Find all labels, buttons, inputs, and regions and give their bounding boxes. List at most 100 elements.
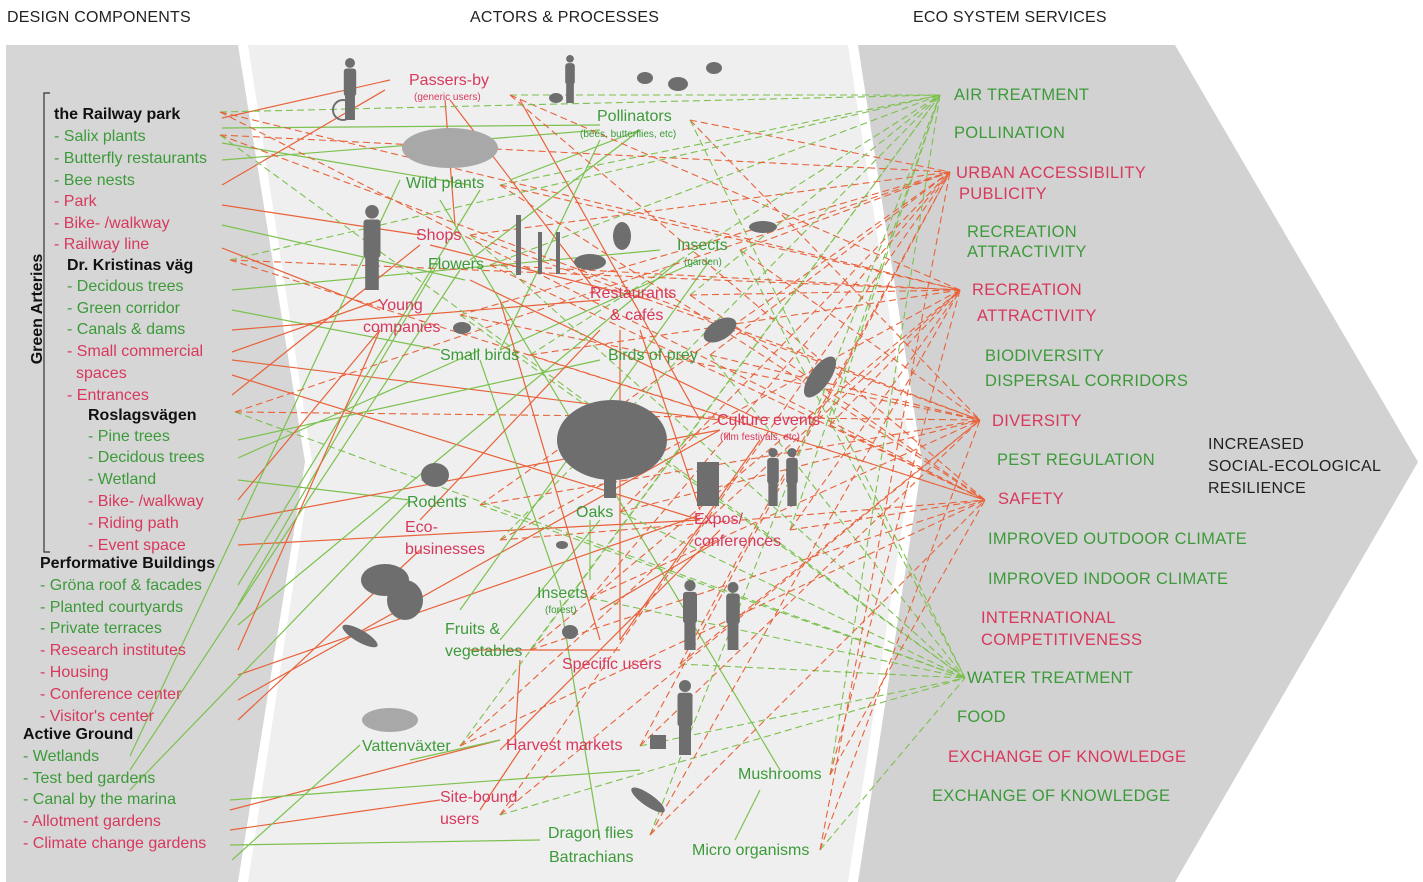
service-recreation-red: RECREATION [972, 281, 1082, 299]
increased-resilience-label: INCREASED SOCIAL-ECOLOGICAL RESILIENCE [1208, 434, 1381, 500]
solid-link [221, 224, 466, 281]
solid-link [229, 839, 541, 846]
butterfly-icon-2 [668, 77, 688, 91]
actor-insects-garden-sub: (garden) [684, 257, 722, 268]
component-grona-roof: - Gröna roof & facades [40, 577, 202, 594]
actor-eco-businesses: Eco- [405, 519, 438, 536]
solid-link [229, 739, 501, 811]
actor-flowers: Flowers [428, 256, 485, 273]
service-exchange-knowledge-red: EXCHANGE OF KNOWLEDGE [948, 748, 1187, 766]
service-improved-outdoor-climate: IMPROVED OUTDOOR CLIMATE [988, 530, 1247, 548]
service-safety: SAFETY [998, 490, 1064, 508]
component-research-institutes: - Research institutes [40, 642, 186, 659]
dashed-link [689, 119, 966, 679]
dashed-link [709, 171, 951, 356]
solid-link [229, 799, 441, 831]
dashed-link [219, 134, 981, 421]
dashed-link [489, 94, 941, 266]
dashed-link [459, 171, 951, 316]
component-roslagsvagen: Roslagsvägen [88, 407, 197, 424]
dashed-link [639, 677, 966, 747]
actor-culture-events: Culture events [717, 412, 821, 429]
dashed-link [649, 499, 986, 836]
dashed-link [499, 677, 966, 816]
actor-young-companies-2: companies [363, 319, 441, 336]
dashed-link [639, 419, 981, 747]
solid-link [231, 374, 701, 521]
dashed-link [479, 419, 981, 506]
dashed-link [649, 289, 961, 836]
solid-link [221, 142, 471, 186]
solid-link [231, 244, 421, 396]
header-actors-processes: ACTORS & PROCESSES [470, 9, 660, 26]
service-exchange-knowledge-green: EXCHANGE OF KNOWLEDGE [932, 787, 1171, 805]
dashed-link [509, 94, 961, 291]
dashed-link [619, 171, 951, 513]
actor-shops: Shops [416, 227, 462, 244]
actor-expos-conferences: conferences [694, 533, 782, 550]
dashed-link [679, 419, 981, 665]
actor-site-bound-users-2: users [440, 811, 480, 828]
component-test-bed-gardens: - Test bed gardens [23, 770, 156, 787]
carrot-icon [342, 624, 378, 648]
dashed-link [689, 119, 951, 173]
dashed-link [499, 419, 981, 816]
dashed-link [229, 94, 941, 261]
component-riding-path: - Riding path [88, 515, 179, 532]
solid-link [231, 744, 361, 861]
component-railway-line: - Railway line [54, 236, 150, 253]
solid-link [231, 309, 441, 351]
actor-birds-of-prey: Birds of prey [608, 347, 698, 364]
pedestrian-icon [565, 55, 575, 103]
solid-link [237, 329, 381, 501]
dashed-link [739, 171, 951, 251]
silhouette-icons [332, 55, 837, 813]
service-international: INTERNATIONAL [981, 609, 1116, 627]
actor-harvest-markets: Harvest markets [506, 737, 623, 754]
bird-of-prey-icon [703, 317, 737, 343]
solid-link [237, 329, 381, 651]
dashed-link [819, 171, 951, 851]
dashed-link [469, 171, 951, 236]
service-air-treatment: AIR TREATMENT [954, 86, 1090, 104]
component-salix-plants: - Salix plants [54, 128, 146, 145]
service-recreation-green: RECREATION [967, 223, 1077, 241]
dashed-link [689, 289, 961, 296]
wine-glass-icon [613, 222, 631, 250]
dashed-link [229, 259, 986, 501]
service-food: FOOD [957, 708, 1006, 726]
solid-link [509, 129, 641, 181]
dashed-link [739, 249, 966, 679]
actor-micro-organisms: Micro organisms [692, 842, 810, 859]
ecosystem-services-arrow [858, 45, 1418, 882]
solid-link [231, 299, 601, 331]
solid-link [734, 789, 761, 841]
dashed-link [829, 499, 986, 776]
component-allotment-gardens: - Allotment gardens [23, 813, 161, 830]
oak-tree-icon [557, 400, 667, 480]
dashed-link [689, 94, 941, 296]
dashed-link [469, 234, 981, 421]
actor-pollinators-sub: (bees, butterflies, etc) [580, 129, 677, 140]
solid-link [469, 129, 641, 261]
solid-link [479, 359, 561, 591]
actor-fruits-vegetables: Fruits & [445, 621, 501, 638]
solid-link [499, 299, 601, 641]
solid-link [499, 529, 721, 751]
header-ecosystem-services: ECO SYSTEM SERVICES [913, 9, 1107, 26]
solid-link [229, 769, 641, 801]
component-green-corridor: - Green corridor [67, 300, 180, 317]
solid-link [499, 139, 601, 351]
dashed-link [819, 677, 966, 851]
butterfly-icon [637, 72, 653, 84]
reeds-icon [362, 708, 418, 732]
actor-batrachians: Batrachians [549, 849, 634, 866]
actor-expos: Expos/ [694, 511, 743, 528]
component-pine-trees: - Pine trees [88, 428, 170, 445]
dashed-link [529, 354, 986, 501]
actor-passers-by-sub: (generic users) [414, 92, 481, 103]
service-pest-regulation: PEST REGULATION [997, 451, 1155, 469]
solid-link [221, 79, 391, 119]
actor-wild-plants: Wild plants [406, 175, 485, 192]
actor-passers-by: Passers-by [409, 72, 490, 89]
